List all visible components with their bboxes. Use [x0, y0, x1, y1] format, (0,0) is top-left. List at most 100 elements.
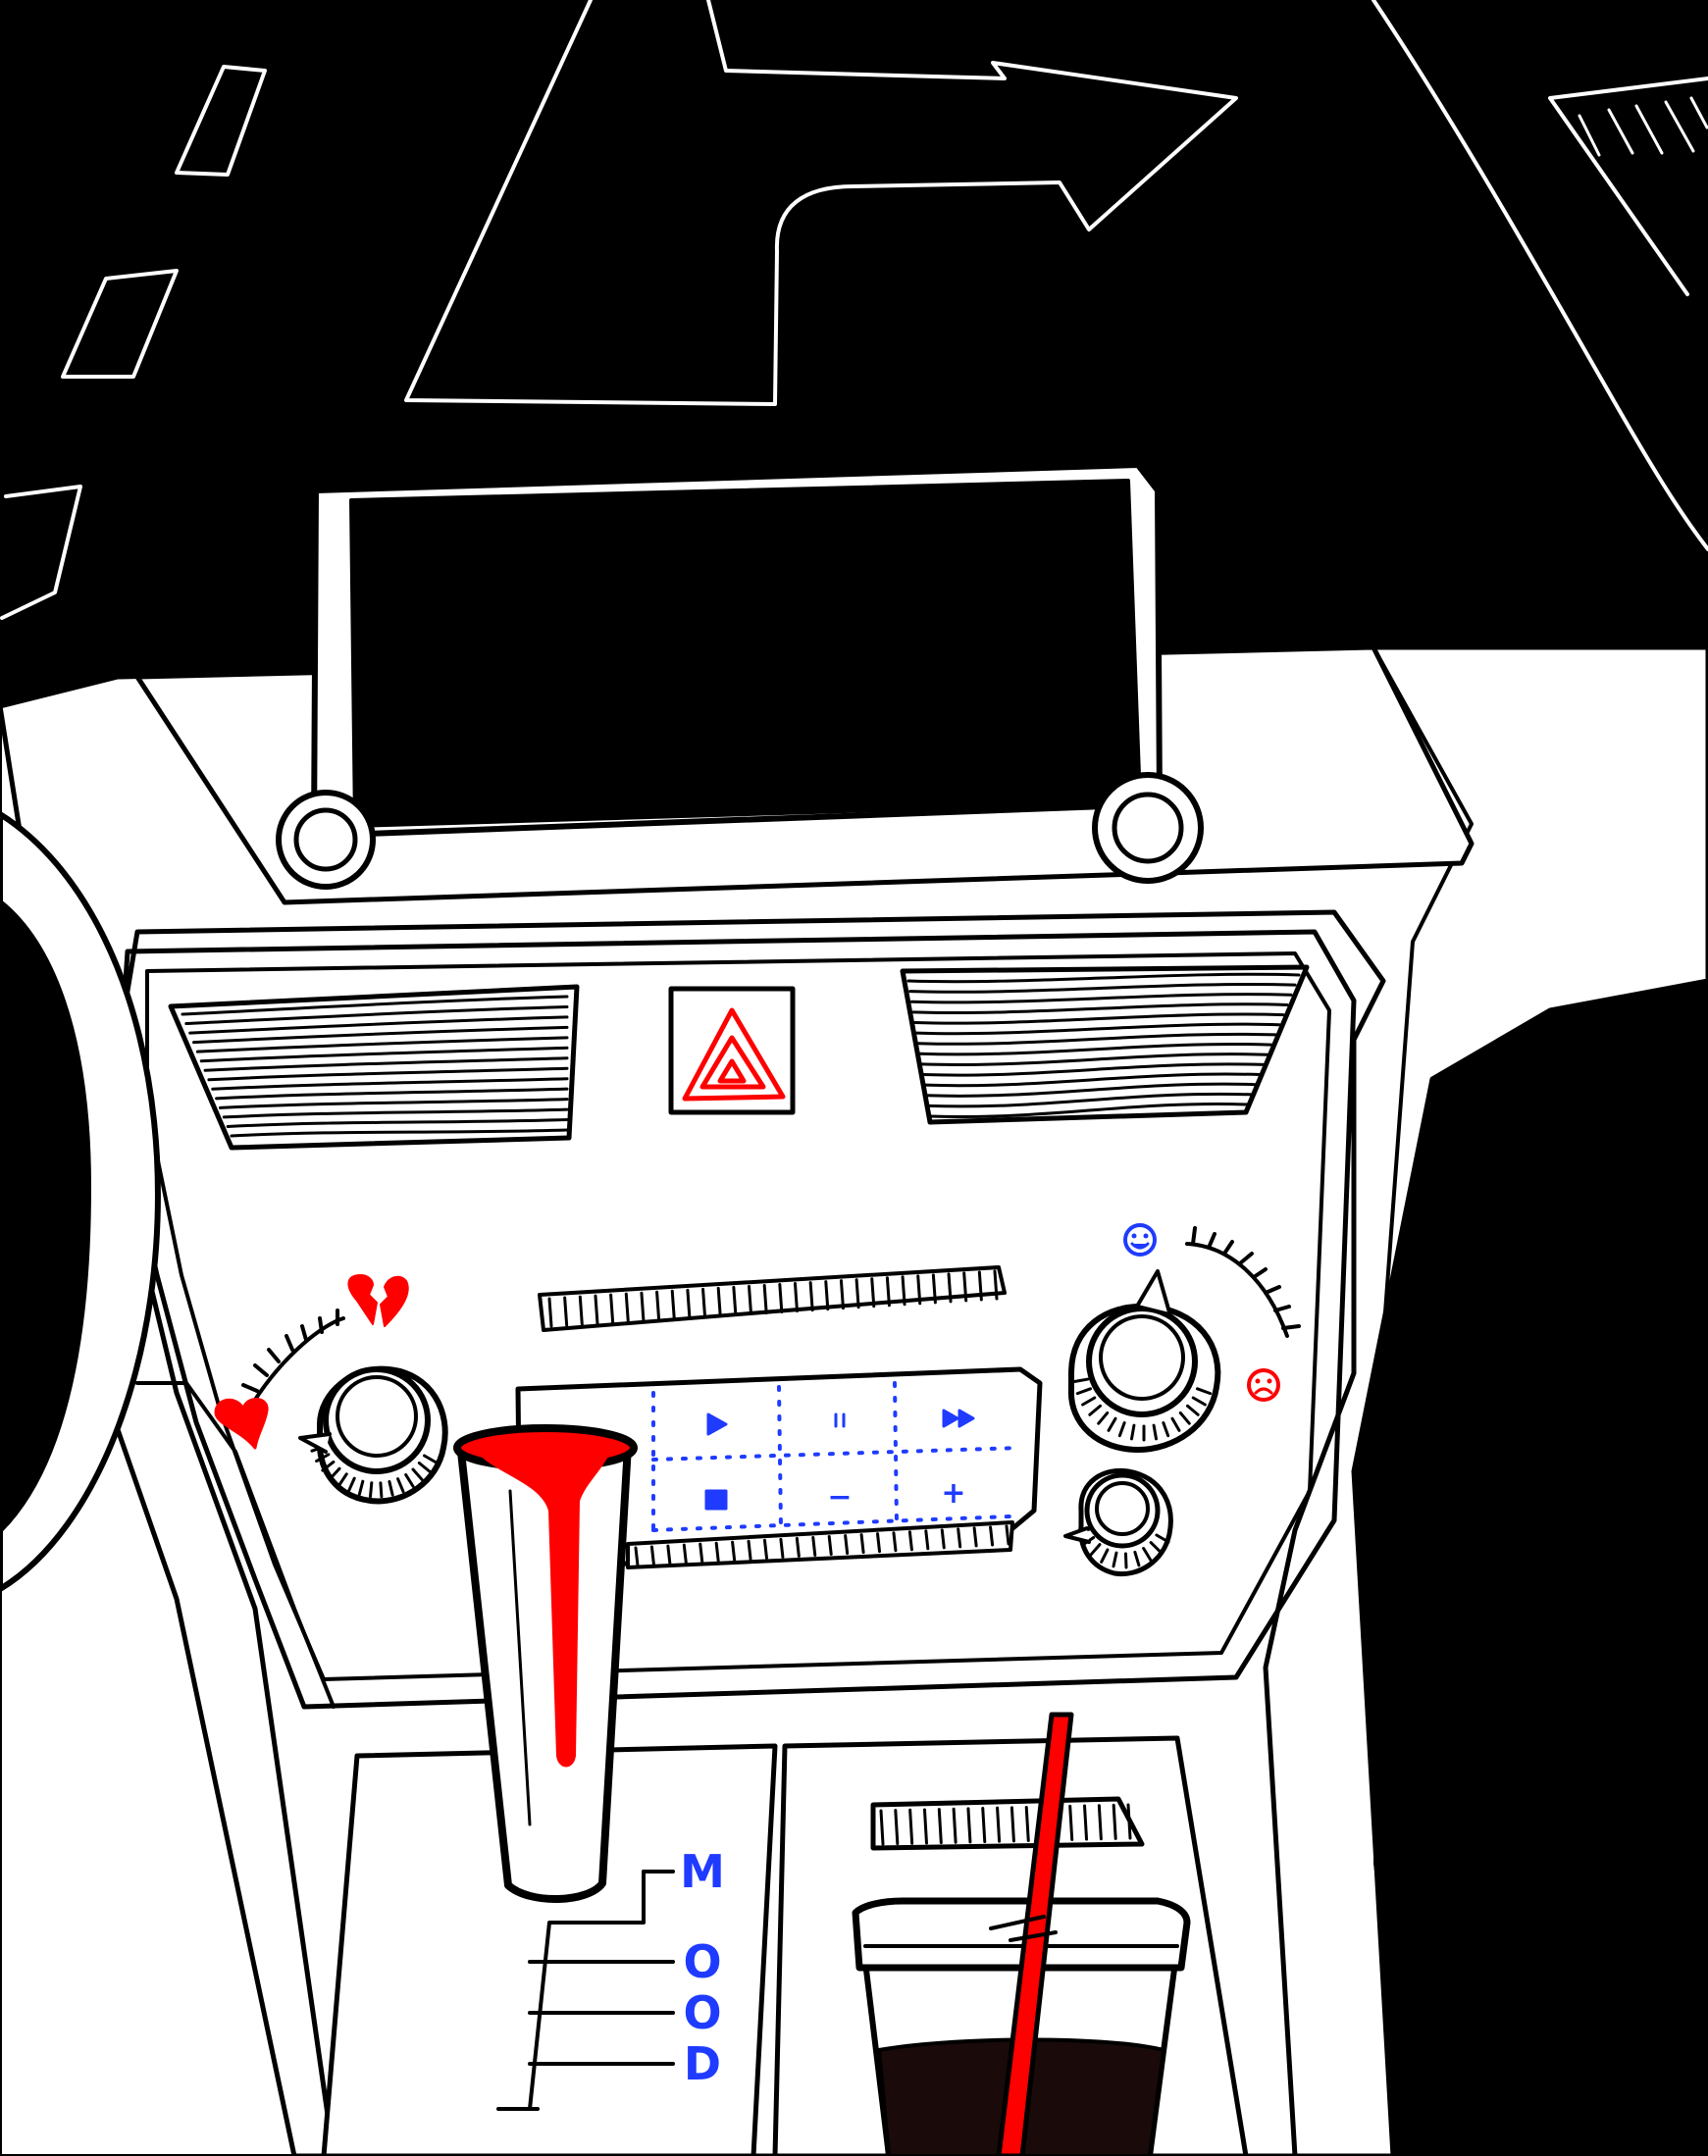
- ridge-line: [885, 1276, 891, 1308]
- steering-wheel[interactable]: [0, 811, 161, 1592]
- ridge-line: [937, 1808, 943, 1845]
- ridge-line: [993, 1269, 999, 1301]
- minus-button[interactable]: −: [791, 1463, 893, 1530]
- media-button-label: −: [827, 1480, 852, 1514]
- ridge-line: [649, 1545, 655, 1566]
- ridge-line: [563, 1296, 569, 1327]
- air-vent-right[interactable]: [900, 964, 1310, 1125]
- ridge-line: [870, 1277, 876, 1309]
- vent-slat: [916, 1032, 1277, 1046]
- ridge-line: [609, 1293, 615, 1324]
- right-dial[interactable]: [1067, 1223, 1301, 1453]
- ridge-line: [1112, 1803, 1117, 1840]
- ridge-line: [686, 1288, 692, 1319]
- cd-slot-ridges: [547, 1269, 999, 1328]
- left-dial-ticks: [241, 1309, 339, 1393]
- vent-slat: [184, 1004, 569, 1026]
- small-dial[interactable]: [1063, 1467, 1173, 1577]
- sad-face-icon: [1247, 1368, 1280, 1402]
- vent-slat: [226, 1118, 569, 1128]
- ridge-line: [989, 1525, 995, 1547]
- knob-ridge: [1075, 1387, 1092, 1396]
- knob-ridge: [337, 1472, 348, 1487]
- right-dial-knob-cap: [1099, 1314, 1185, 1401]
- knob-ridge: [1152, 1423, 1158, 1441]
- ridge-line: [901, 1275, 906, 1307]
- straw-tie: [989, 1915, 1058, 1942]
- ridge-line: [762, 1538, 768, 1560]
- small-dial-pointer: [1063, 1526, 1091, 1544]
- knob-ridge: [368, 1481, 374, 1499]
- lane-dash: [0, 485, 82, 620]
- crosswalk-stripes: [1578, 96, 1708, 157]
- ridge-line: [640, 1291, 646, 1322]
- knob-ridge: [1089, 1543, 1102, 1557]
- knob-ridge: [1107, 1416, 1117, 1432]
- ridge-line: [876, 1532, 882, 1554]
- right-dial-scale: [1185, 1242, 1289, 1338]
- vent-slat: [207, 1066, 569, 1082]
- road: [0, 0, 1708, 620]
- vent-slat: [926, 1092, 1254, 1108]
- ridge-line: [854, 1278, 860, 1309]
- knob-ridge: [1196, 1387, 1213, 1396]
- ridge-line: [624, 1292, 630, 1323]
- media-button-label: +: [941, 1476, 965, 1511]
- screen-display[interactable]: [349, 479, 1142, 828]
- knob-ridge: [1081, 1396, 1097, 1407]
- knob-ridge: [1112, 1551, 1118, 1568]
- screen-knob-right-inner: [1112, 792, 1184, 864]
- ridge-line: [1009, 1806, 1015, 1843]
- ridge-line: [827, 1535, 833, 1557]
- cup-lid: [852, 1897, 1191, 1972]
- skip-forward-button[interactable]: [910, 1385, 1012, 1452]
- knob-ridge: [1162, 1421, 1170, 1438]
- ridge-line: [1005, 1524, 1010, 1546]
- knob-ridge: [396, 1477, 405, 1494]
- infotainment-screen[interactable]: [134, 462, 1475, 905]
- ridge-line: [924, 1529, 930, 1551]
- vent-slat: [913, 1012, 1285, 1025]
- drink-cup-icon[interactable]: [852, 1712, 1191, 2156]
- dash-right-shadow: [1373, 1001, 1708, 2156]
- knob-ridge: [321, 1460, 336, 1472]
- ridge-line: [894, 1809, 900, 1846]
- vent-slats: [906, 972, 1301, 1119]
- ridge-line: [666, 1544, 672, 1566]
- coin-tray[interactable]: [870, 1796, 1145, 1851]
- left-dial[interactable]: [214, 1274, 448, 1505]
- knob-ridge: [357, 1479, 365, 1497]
- small-dial-knob-cap: [1095, 1481, 1150, 1536]
- plus-button[interactable]: +: [905, 1460, 1007, 1526]
- knob-ridge: [1142, 1547, 1153, 1563]
- ridge-line: [839, 1279, 845, 1310]
- ridge-line: [655, 1290, 661, 1321]
- vent-slat: [908, 982, 1297, 994]
- ridge-line: [879, 1809, 885, 1846]
- pause-button[interactable]: [791, 1387, 893, 1454]
- ridge-line: [908, 1808, 914, 1845]
- stop-button[interactable]: [667, 1467, 769, 1534]
- ridge-line: [811, 1535, 817, 1557]
- ridge-line: [859, 1533, 865, 1555]
- knob-ridge: [1178, 1411, 1191, 1425]
- button-hitbox[interactable]: [791, 1387, 893, 1454]
- knob-ridge: [315, 1453, 331, 1463]
- skip-forward-icon: [942, 1409, 975, 1428]
- ridge-line: [699, 1542, 704, 1564]
- vent-slat: [925, 1082, 1258, 1098]
- steering-wheel-inner: [0, 902, 88, 1530]
- air-vent-left[interactable]: [168, 984, 580, 1151]
- ridge-line: [996, 1806, 1002, 1843]
- vent-slat: [914, 1022, 1281, 1036]
- gear-label: D: [684, 2037, 721, 2090]
- play-button[interactable]: [667, 1391, 769, 1458]
- hazard-button[interactable]: [668, 986, 796, 1115]
- vent-slat: [192, 1025, 569, 1045]
- ridge-line: [1068, 1804, 1074, 1841]
- stop-icon: [704, 1489, 728, 1511]
- cd-slot[interactable]: [538, 1265, 1007, 1332]
- ridge-line: [547, 1297, 553, 1328]
- knob-ridge: [329, 1466, 341, 1480]
